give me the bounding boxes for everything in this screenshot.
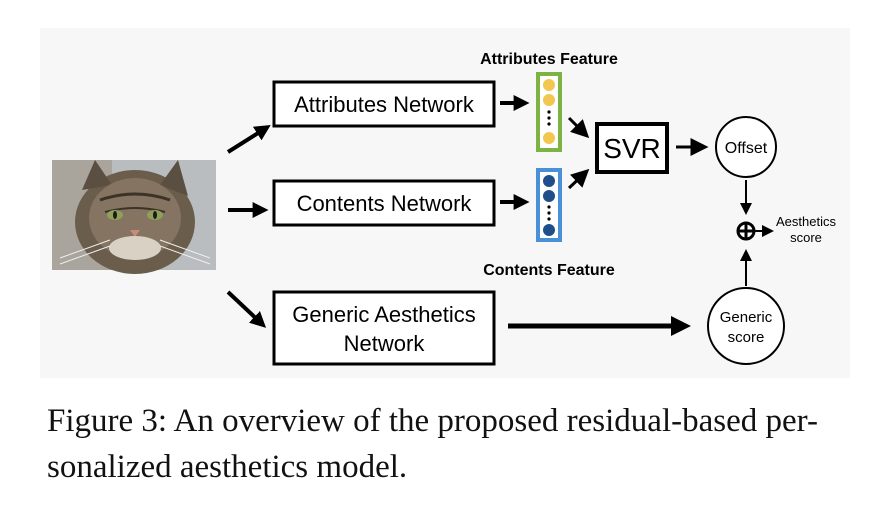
- arrow-image-to-generic: [226, 290, 267, 328]
- diagram: Attributes Network Contents Network Gene…: [52, 51, 837, 366]
- generic-network-label-line1: Generic Aesthetics: [292, 302, 475, 327]
- caption-line1: Figure 3: An overview of the proposed re…: [47, 403, 818, 439]
- contents-feature-label: Contents Feature: [483, 262, 615, 279]
- attributes-feature-vector: [536, 72, 562, 152]
- generic-network-box: [272, 290, 496, 366]
- generic-network-label-line2: Network: [344, 331, 426, 356]
- contents-network-box: [272, 179, 496, 227]
- arrow-contents-feature-to-svr: [567, 168, 590, 190]
- aesthetics-score-line2: score: [790, 230, 822, 245]
- contents-network-label: Contents Network: [297, 191, 473, 216]
- offset-label: Offset: [725, 140, 768, 157]
- generic-score-line1: Generic: [720, 309, 773, 326]
- arrow-attributes-feature-to-svr: [567, 116, 590, 139]
- generic-score-line2: score: [728, 329, 765, 346]
- svr-label: SVR: [603, 133, 661, 164]
- offset-node: [715, 116, 777, 178]
- sum-operator-icon: [736, 221, 756, 241]
- contents-feature-vector: [536, 168, 562, 242]
- aesthetics-score-line1: Aesthetics: [776, 214, 836, 229]
- caption-line2: sonalized aesthetics model.: [47, 449, 408, 485]
- attributes-feature-label: Attributes Feature: [480, 51, 618, 68]
- attributes-network-box: [272, 80, 496, 128]
- attributes-network-label: Attributes Network: [294, 92, 475, 117]
- generic-score-node: [707, 287, 785, 365]
- svr-box: [595, 122, 669, 174]
- arrow-image-to-attributes: [226, 125, 271, 154]
- input-cat-image: [52, 160, 216, 274]
- figure-caption: Figure 3: An overview of the proposed re…: [47, 398, 857, 490]
